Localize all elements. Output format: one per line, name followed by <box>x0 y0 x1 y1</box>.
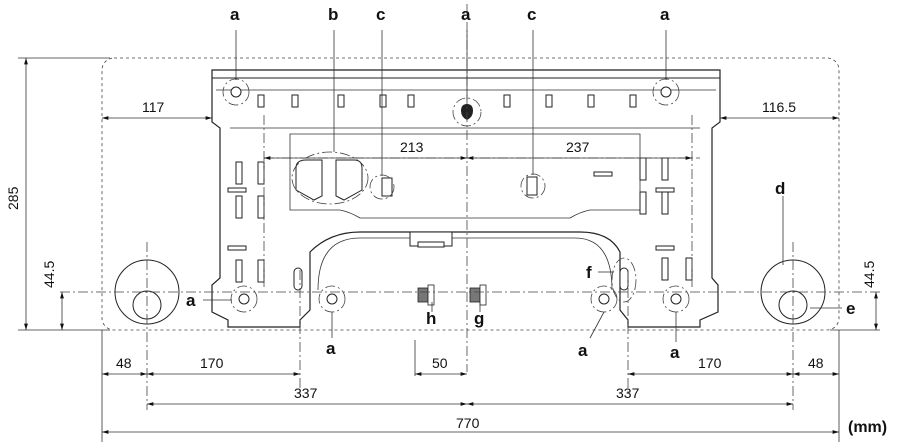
side-slots-right <box>593 157 693 281</box>
label-b: b <box>328 5 338 24</box>
dim-center-left: 213 <box>400 139 424 155</box>
unit-outline <box>101 57 840 331</box>
dim-total-width: 770 <box>456 415 480 431</box>
label-a-bottom-mid-right: a <box>578 341 588 360</box>
label-e: e <box>846 299 855 318</box>
dim-left-margin: 117 <box>142 99 165 115</box>
dim-edge-right: 48 <box>808 355 824 371</box>
hook-b-callout <box>291 151 369 205</box>
screw-hole-bottom-left <box>230 285 258 313</box>
pipe-marker-h <box>417 284 435 306</box>
dim-center-right: 237 <box>566 139 590 155</box>
dim-edge-left: 48 <box>116 355 132 371</box>
dim-height-hole-right: 44.5 <box>861 261 877 288</box>
dim-hole-right: 170 <box>698 355 722 371</box>
dim-right-margin: 116.5 <box>762 99 796 115</box>
label-a-top-center: a <box>461 5 471 24</box>
dim-half-left: 337 <box>294 385 318 401</box>
dim-height-hole-left: 44.5 <box>41 261 57 288</box>
label-d: d <box>775 179 785 198</box>
dim-half-right: 337 <box>616 385 640 401</box>
unit-label: (mm) <box>848 419 887 436</box>
label-c-left: c <box>376 5 385 24</box>
label-a-bottom-right: a <box>670 343 680 362</box>
label-a-bottom-left: a <box>186 291 196 310</box>
label-h: h <box>426 309 436 328</box>
dim-hole-left: 170 <box>200 355 224 371</box>
label-a-top-right: a <box>660 5 670 24</box>
hook-b <box>291 151 369 205</box>
label-f: f <box>586 263 592 282</box>
slot-f-callout <box>611 257 637 303</box>
label-c-right: c <box>527 5 536 24</box>
side-slots-left <box>227 161 265 283</box>
dim-height-total: 285 <box>5 186 21 210</box>
label-a-top-left: a <box>230 5 240 24</box>
label-a-bottom-mid-left: a <box>326 339 336 358</box>
dim-pipe-spacing: 50 <box>432 355 448 371</box>
pipe-marker-g <box>469 284 487 306</box>
top-slots <box>257 94 637 108</box>
label-g: g <box>474 309 484 328</box>
